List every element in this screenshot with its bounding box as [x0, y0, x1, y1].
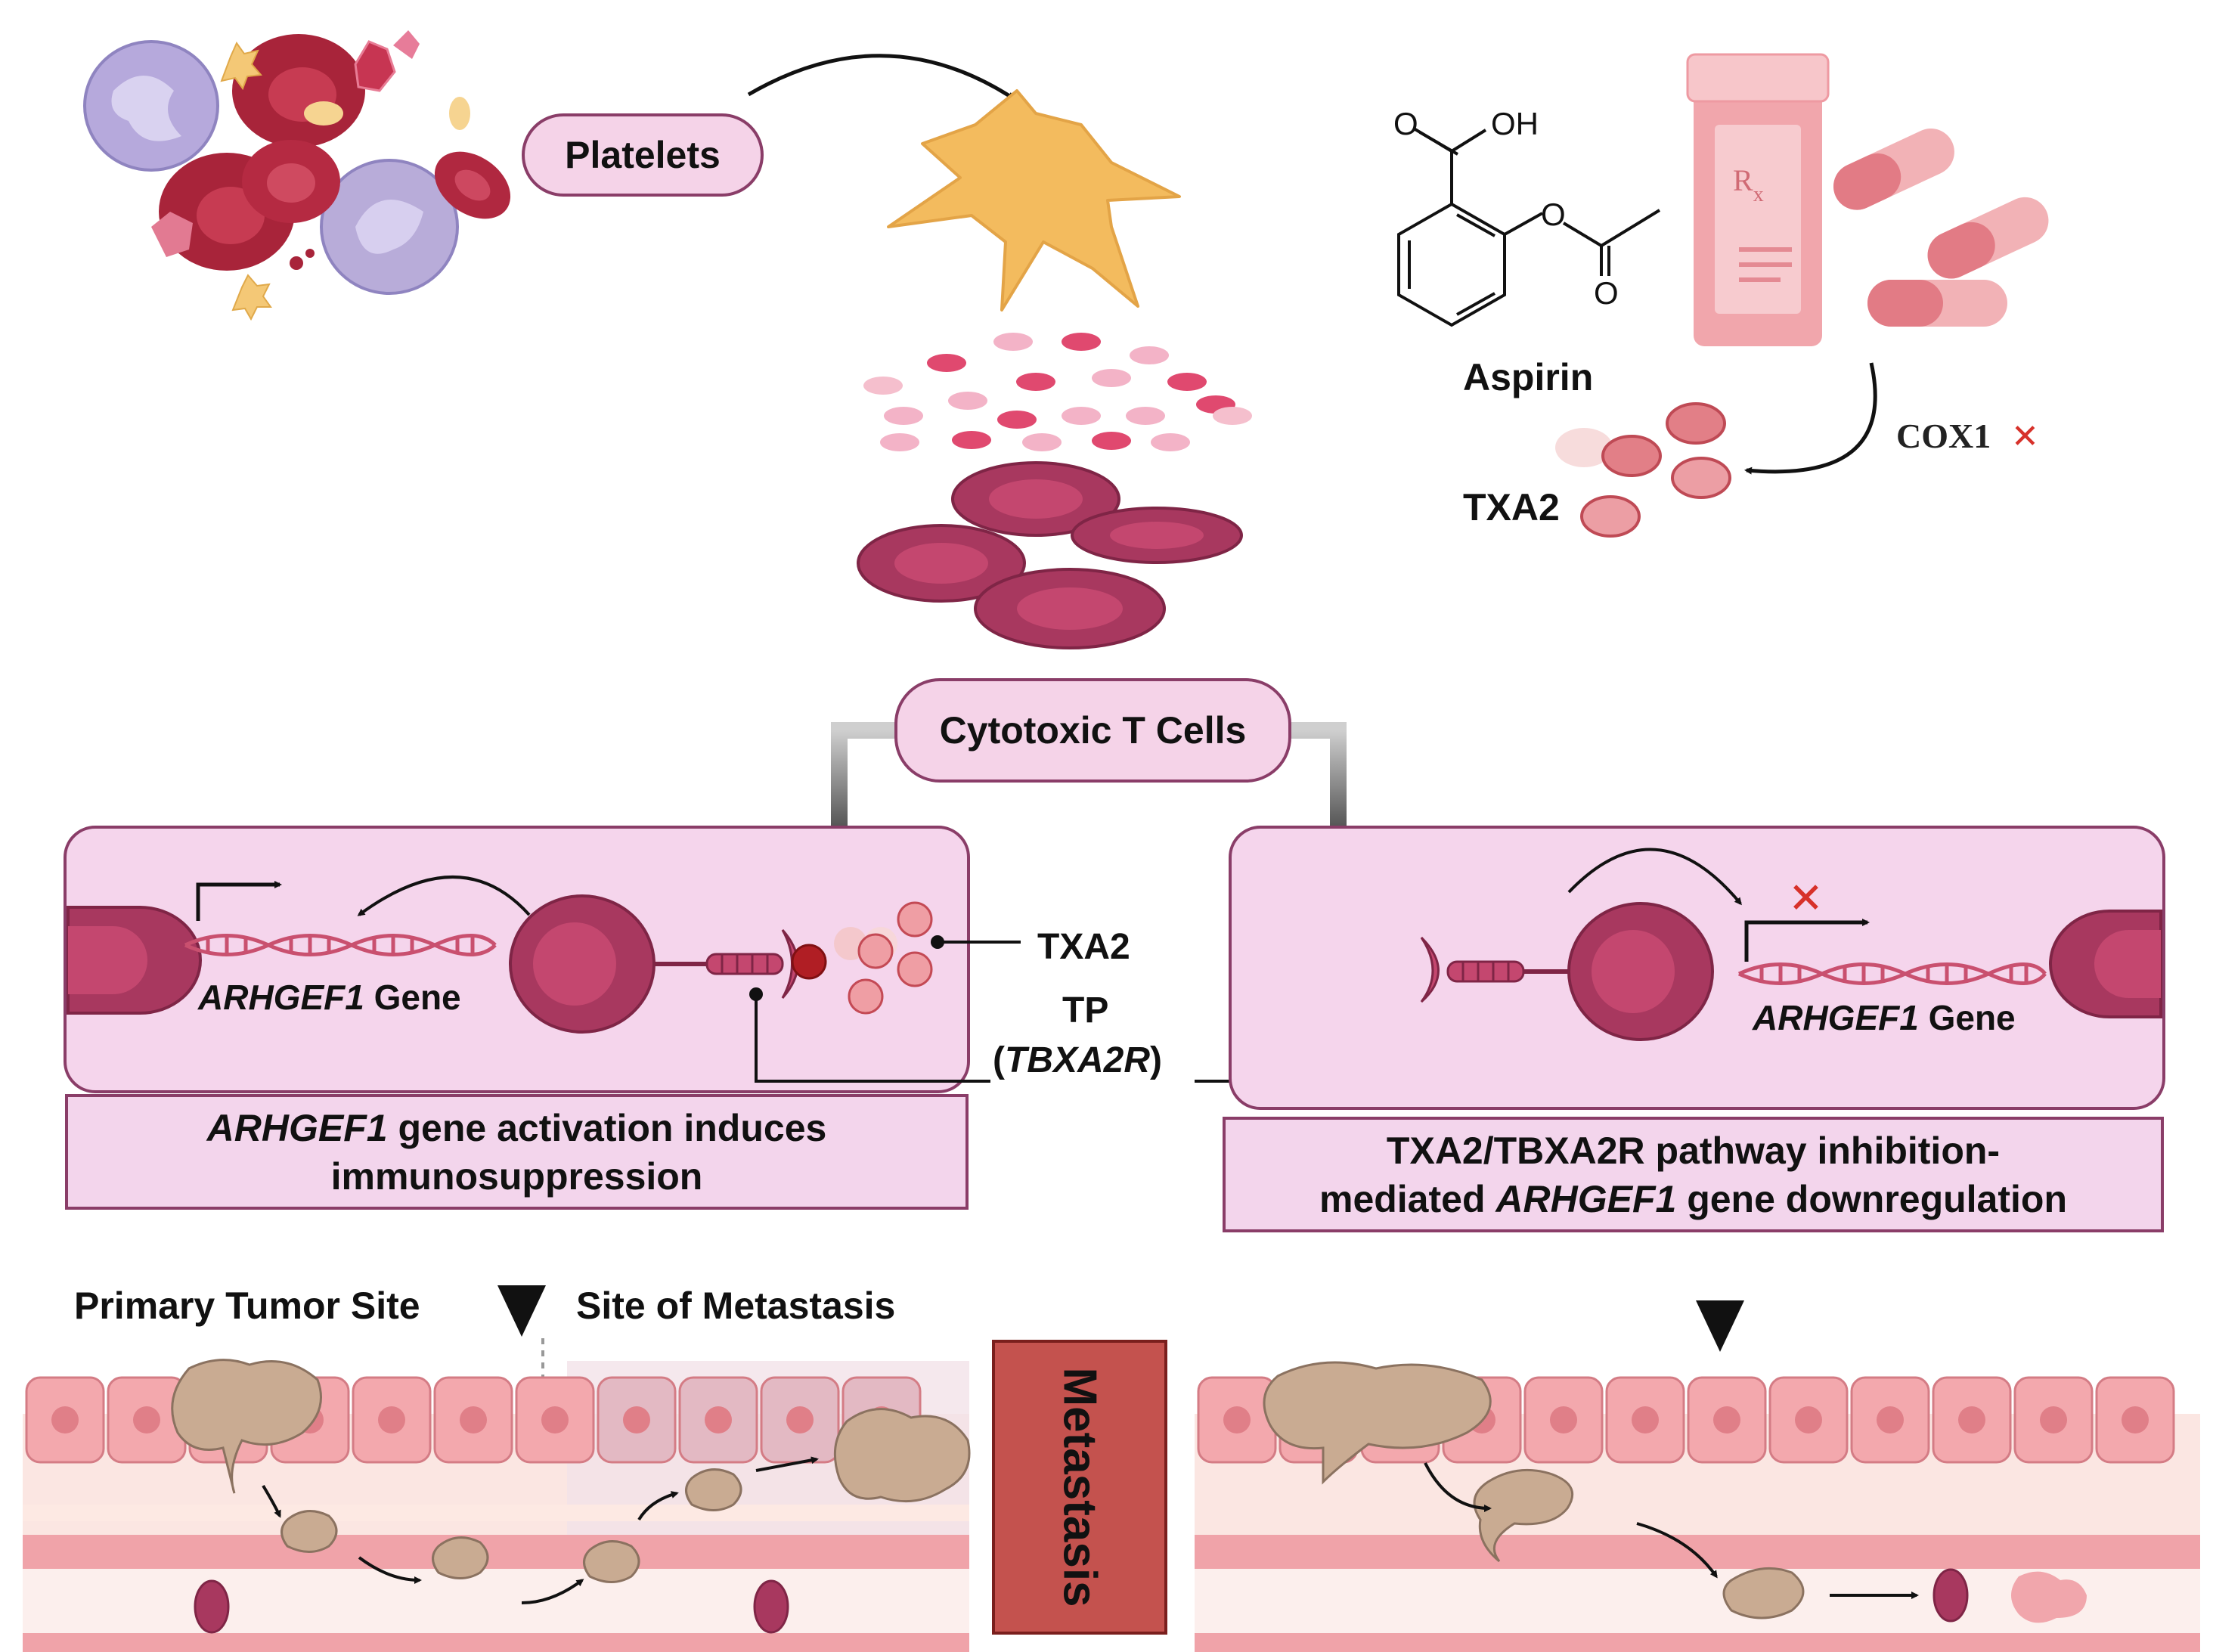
right-caption-gene: ARHGEF1 [1495, 1177, 1677, 1220]
aspirin-structure [1397, 127, 1661, 327]
vessel-left [23, 1359, 971, 1652]
blood-cells-illustration [83, 30, 511, 321]
right-caption-line2: mediated ARHGEF1 gene downregulation [1319, 1175, 2067, 1223]
curve-arrow-left [357, 876, 531, 916]
left-caption-rest: gene activation induces [387, 1106, 827, 1149]
arrow-head-left-vessel [497, 1285, 546, 1337]
granules [863, 333, 1252, 451]
left-gene-label: ARHGEF1 Gene [197, 978, 461, 1017]
txa2-molecules-top [1555, 402, 1731, 538]
txa2-top-label: TXA2 [1463, 486, 1560, 528]
endothelial-nucleus [378, 1406, 405, 1433]
endothelial-nucleus [786, 1406, 814, 1433]
vessel-right [1195, 1361, 2200, 1652]
endothelial-nucleus [1713, 1406, 1740, 1433]
transcription-arrow-right [1744, 919, 1870, 962]
cox1-arrow [1744, 362, 1877, 475]
chem-oh: OH [1491, 106, 1539, 141]
transcription-arrow-left [196, 881, 282, 921]
dna-right [1737, 962, 2047, 985]
aspirin-label: Aspirin [1463, 356, 1594, 398]
endothelial-nucleus [1632, 1406, 1659, 1433]
capsules [1833, 128, 2049, 327]
endothelial-nucleus [1877, 1406, 1904, 1433]
tp-receptor-left [705, 929, 827, 999]
block-icon: ✕ [1788, 874, 1824, 923]
cytotoxic-t-cells-text: Cytotoxic T Cells [939, 709, 1247, 752]
primary-tumor-label: Primary Tumor Site [74, 1285, 420, 1327]
tbxa2r-label: (TBXA2R) [993, 1040, 1162, 1080]
endothelial-nucleus [623, 1406, 650, 1433]
endothelial-nucleus [460, 1406, 487, 1433]
metastasis-label: Metastasis [1053, 1367, 1106, 1607]
endothelial-nucleus [705, 1406, 732, 1433]
endothelial-nucleus [2122, 1406, 2149, 1433]
cytotoxic-t-cells-label: Cytotoxic T Cells [894, 678, 1291, 783]
txa2-mid-label: TXA2 [1037, 927, 1130, 967]
arrow-head-right-vessel [1696, 1300, 1744, 1352]
right-caption-line1: TXA2/TBXA2R pathway inhibition- [1386, 1129, 2001, 1172]
right-caption-rest: gene downregulation [1676, 1177, 2067, 1220]
red-cell-discs [857, 461, 1243, 649]
arrow-to-platelet [747, 54, 1015, 101]
metastasis-box: Metastasis [992, 1340, 1167, 1635]
right-caption-pre: mediated [1319, 1177, 1496, 1220]
metastasis-site-label: Site of Metastasis [576, 1285, 896, 1327]
right-gene-label: ARHGEF1 Gene [1752, 998, 2016, 1037]
left-caption-gene: ARHGEF1 [206, 1106, 388, 1149]
txa2-molecules-mid [834, 901, 933, 1015]
cox1-inhibit-icon: ✕ [2011, 417, 2039, 456]
cox1-label: COX1 [1896, 417, 1991, 455]
left-caption-line2: immunosuppression [330, 1155, 703, 1198]
activated-platelet [887, 89, 1181, 311]
endothelial-nucleus [2040, 1406, 2067, 1433]
endothelial-nucleus [51, 1406, 79, 1433]
platelets-label-text: Platelets [565, 134, 721, 176]
rx-symbol: Rx [1733, 163, 1764, 206]
platelets-label: Platelets [522, 113, 764, 197]
curve-arrow-right [1567, 848, 1742, 906]
chem-o-top: O [1393, 106, 1418, 141]
endothelial-nucleus [1958, 1406, 1985, 1433]
endothelial-nucleus [1550, 1406, 1577, 1433]
pill-bottle [1686, 53, 1830, 346]
left-caption: ARHGEF1 gene activation induces immunosu… [65, 1094, 969, 1210]
tp-label: TP [1062, 990, 1108, 1031]
endothelial-nucleus [1795, 1406, 1822, 1433]
endothelial-nucleus [133, 1406, 160, 1433]
left-caption-line1: ARHGEF1 gene activation induces [207, 1104, 827, 1152]
dna-left [184, 934, 497, 956]
chem-o-mid: O [1541, 197, 1566, 232]
endothelial-nucleus [541, 1406, 569, 1433]
endothelial-nucleus [1223, 1406, 1251, 1433]
chem-o-bot: O [1594, 275, 1619, 311]
right-caption: TXA2/TBXA2R pathway inhibition- mediated… [1223, 1117, 2164, 1232]
